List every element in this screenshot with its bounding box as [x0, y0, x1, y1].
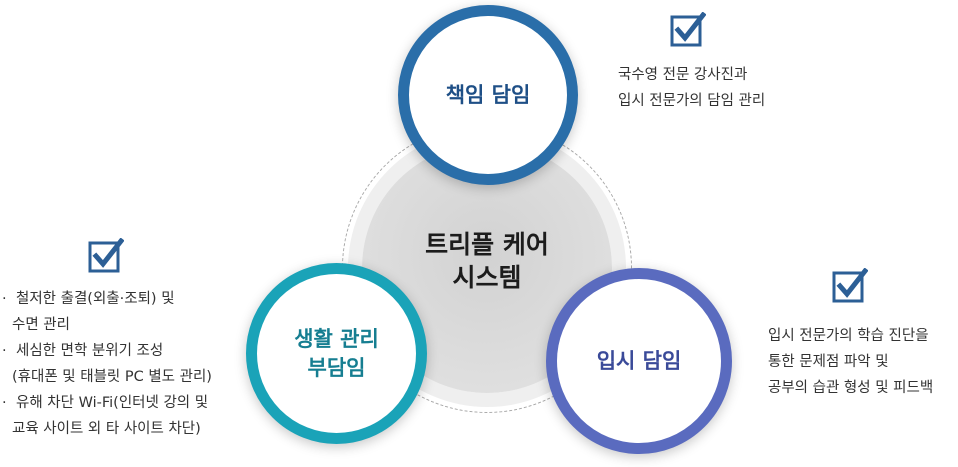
center-title-line2: 시스템 — [452, 263, 522, 292]
bullet-text: 유해 차단 Wi-Fi(인터넷 강의 및 — [16, 395, 209, 411]
checkbox-checked-icon — [88, 238, 124, 273]
bullet-continuation: (휴대폰 및 태블릿 PC 별도 관리) — [0, 364, 212, 390]
description-top-line: 국수영 전문 강사진과 — [618, 67, 748, 83]
node-admissions-teacher: 입시 담임 — [546, 268, 732, 454]
bullet-text: 철저한 출결(외출·조퇴) 및 — [16, 291, 175, 307]
bullet-dot: · — [2, 343, 7, 359]
node-homeroom-teacher-label: 책임 담임 — [445, 82, 531, 107]
bullet-text: 수면 관리 — [12, 317, 70, 333]
bullet-continuation: 수면 관리 — [0, 312, 212, 338]
description-top-line: 입시 전문가의 담임 관리 — [618, 93, 766, 109]
description-right-line: 공부의 습관 형성 및 피드백 — [768, 380, 934, 396]
bullet-item: · 유해 차단 Wi-Fi(인터넷 강의 및 — [0, 390, 212, 416]
description-right: 입시 전문가의 학습 진단을 통한 문제점 파악 및 공부의 습관 형성 및 피… — [768, 323, 933, 401]
center-title-line1: 트리플 케어 — [425, 230, 549, 259]
center-title: 트리플 케어 시스템 — [400, 228, 574, 294]
bullet-dot: · — [2, 291, 7, 307]
node-life-management: 생활 관리 부담임 — [246, 263, 427, 444]
description-left: · 철저한 출결(외출·조퇴) 및 수면 관리 · 세심한 면학 분위기 조성 (휴… — [0, 286, 212, 442]
node-life-management-label-1: 생활 관리 — [294, 326, 379, 351]
checkbox-checked-icon — [832, 268, 868, 303]
node-homeroom-teacher: 책임 담임 — [398, 5, 578, 185]
bullet-text: 세심한 면학 분위기 조성 — [16, 343, 164, 359]
bullet-item: · 철저한 출결(외출·조퇴) 및 — [0, 286, 212, 312]
bullet-dot: · — [2, 395, 7, 411]
bullet-continuation: 교육 사이트 외 타 사이트 차단) — [0, 416, 212, 442]
bullet-item: · 세심한 면학 분위기 조성 — [0, 338, 212, 364]
description-right-line: 입시 전문가의 학습 진단을 — [768, 328, 929, 344]
node-life-management-label-2: 부담임 — [307, 355, 366, 380]
bullet-text: (휴대폰 및 태블릿 PC 별도 관리) — [12, 369, 212, 385]
description-top: 국수영 전문 강사진과 입시 전문가의 담임 관리 — [618, 62, 765, 114]
bullet-text: 교육 사이트 외 타 사이트 차단) — [12, 421, 201, 437]
description-right-line: 통한 문제점 파악 및 — [768, 354, 889, 370]
node-admissions-teacher-label: 입시 담임 — [596, 348, 682, 373]
checkbox-checked-icon — [670, 12, 706, 47]
